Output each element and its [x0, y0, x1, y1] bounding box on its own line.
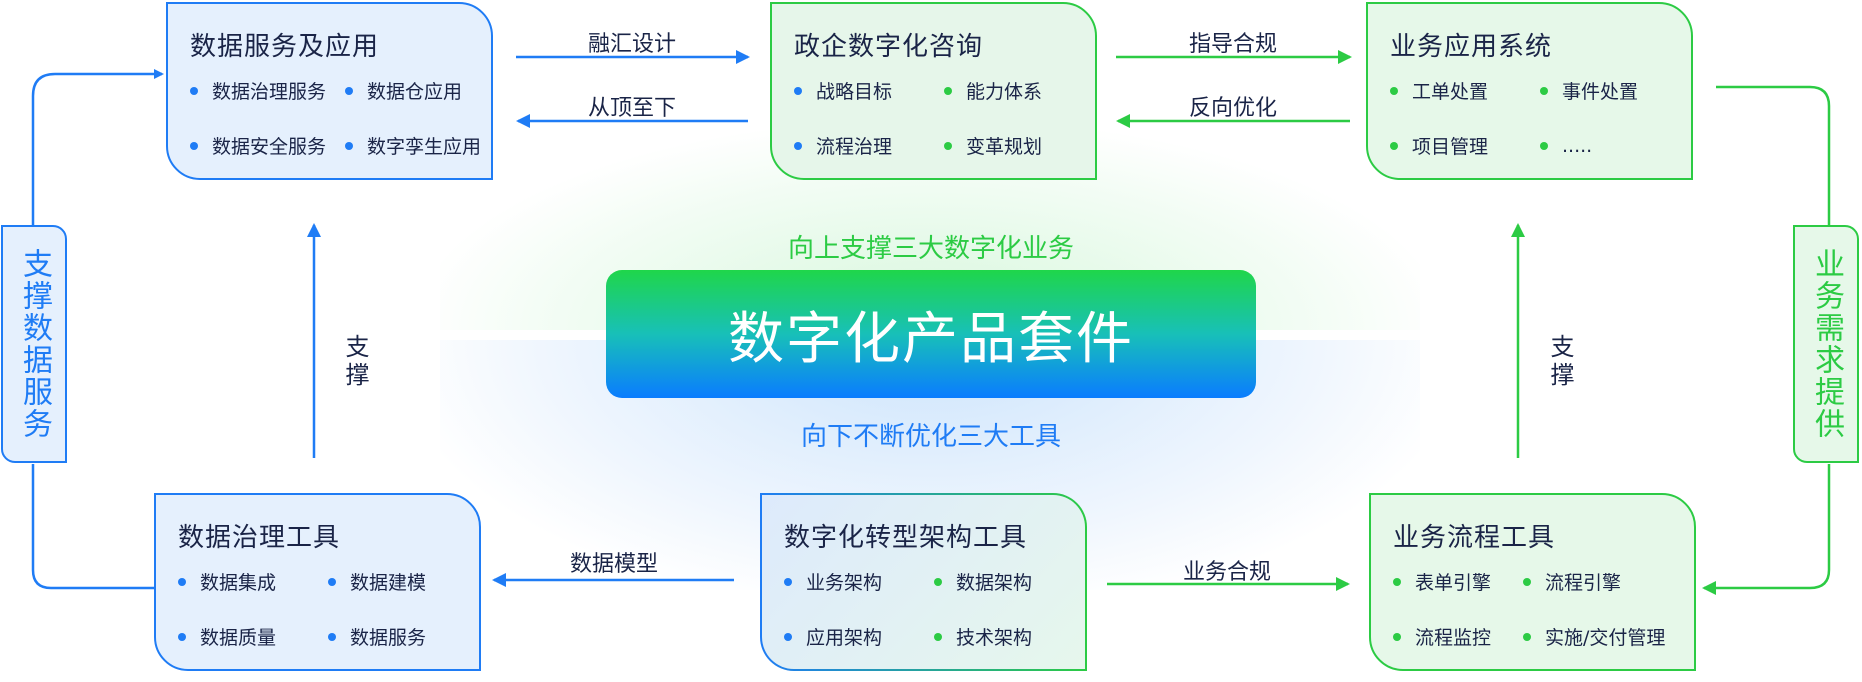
list-item: 数据架构	[934, 568, 1084, 595]
bullet-icon	[944, 141, 952, 150]
list-item: 数字孪生应用	[345, 132, 495, 159]
label-business-compliance: 业务合规	[1182, 560, 1271, 585]
bullet-icon	[328, 632, 336, 641]
bottom-caption: 向下不断优化三大工具	[800, 422, 1061, 452]
list-item: 变革规划	[944, 132, 1094, 159]
bullet-icon	[1390, 141, 1398, 150]
label-support-right: 支撑	[1546, 334, 1574, 390]
list-item: 工单处置	[1390, 77, 1540, 104]
list-item: 战略目标	[794, 77, 944, 104]
bullet-icon	[178, 577, 186, 586]
box-business-app: 业务应用系统 工单处置 事件处置 项目管理 .....	[1366, 2, 1693, 180]
box-process-tool: 业务流程工具 表单引擎 流程引擎 流程监控 实施/交付管理	[1369, 493, 1696, 671]
list-item: 项目管理	[1390, 132, 1540, 159]
bullet-icon	[944, 86, 952, 95]
box-title: 业务应用系统	[1390, 32, 1553, 62]
box-title: 数据治理工具	[178, 523, 341, 553]
box-consulting: 政企数字化咨询 战略目标 能力体系 流程治理 变革规划	[770, 2, 1097, 180]
bullet-icon	[1523, 632, 1531, 641]
bullet-icon	[784, 577, 792, 586]
bullet-icon	[1393, 632, 1401, 641]
bullet-icon	[794, 86, 802, 95]
box-governance-tool: 数据治理工具 数据集成 数据建模 数据质量 数据服务	[154, 493, 481, 671]
bullet-icon	[1540, 141, 1548, 150]
box-title: 政企数字化咨询	[794, 32, 984, 62]
list-item: 数据质量	[178, 623, 328, 650]
box-architecture-tool: 数字化转型架构工具 业务架构 数据架构 应用架构 技术架构	[760, 493, 1087, 671]
list-item: 能力体系	[944, 77, 1094, 104]
list-item: 应用架构	[784, 623, 934, 650]
label-top-down: 从顶至下	[587, 96, 676, 121]
bullet-icon	[190, 141, 198, 150]
bullet-icon	[345, 141, 353, 150]
bullet-icon	[1390, 86, 1398, 95]
list-item: 业务架构	[784, 568, 934, 595]
center-title: 数字化产品套件	[606, 270, 1256, 398]
label-data-model: 数据模型	[569, 552, 658, 577]
bullet-icon	[784, 632, 792, 641]
bullet-icon	[794, 141, 802, 150]
label-reverse-optimize: 反向优化	[1188, 96, 1277, 121]
list-item: 表单引擎	[1393, 568, 1523, 595]
bullet-icon	[345, 86, 353, 95]
side-label-business-demand: 业务需求提供	[1793, 225, 1859, 463]
list-item: 事件处置	[1540, 77, 1690, 104]
list-item: 流程监控	[1393, 623, 1523, 650]
list-item: 技术架构	[934, 623, 1084, 650]
box-title: 数据服务及应用	[190, 32, 380, 62]
label-support-left: 支撑	[341, 334, 369, 390]
bullet-icon	[934, 632, 942, 641]
side-label-support-data-service: 支撑数据服务	[1, 225, 67, 463]
list-item: 数据集成	[178, 568, 328, 595]
label-guide-compliance: 指导合规	[1188, 32, 1277, 57]
list-item: 数据建模	[328, 568, 478, 595]
list-item: 流程治理	[794, 132, 944, 159]
box-title: 数字化转型架构工具	[784, 523, 1028, 553]
loop-left-top	[31, 69, 164, 225]
bullet-icon	[190, 86, 198, 95]
list-item: .....	[1540, 132, 1690, 159]
bullet-icon	[1523, 577, 1531, 586]
list-item: 数据仓应用	[345, 77, 495, 104]
loop-right-bottom	[1702, 464, 1831, 595]
label-fusion-design: 融汇设计	[587, 32, 676, 57]
box-title: 业务流程工具	[1393, 523, 1556, 553]
loop-right-top	[1716, 85, 1831, 225]
list-item: 数据服务	[328, 623, 478, 650]
list-item: 流程引擎	[1523, 568, 1693, 595]
list-item: 数据安全服务	[190, 132, 345, 159]
bullet-icon	[328, 577, 336, 586]
bullet-icon	[1540, 86, 1548, 95]
bullet-icon	[178, 632, 186, 641]
top-caption: 向上支撑三大数字化业务	[787, 234, 1074, 264]
list-item: 实施/交付管理	[1523, 623, 1693, 650]
bullet-icon	[934, 577, 942, 586]
box-data-service: 数据服务及应用 数据治理服务 数据仓应用 数据安全服务 数字孪生应用	[166, 2, 493, 180]
loop-left-bottom	[31, 464, 154, 590]
bullet-icon	[1393, 577, 1401, 586]
list-item: 数据治理服务	[190, 77, 345, 104]
